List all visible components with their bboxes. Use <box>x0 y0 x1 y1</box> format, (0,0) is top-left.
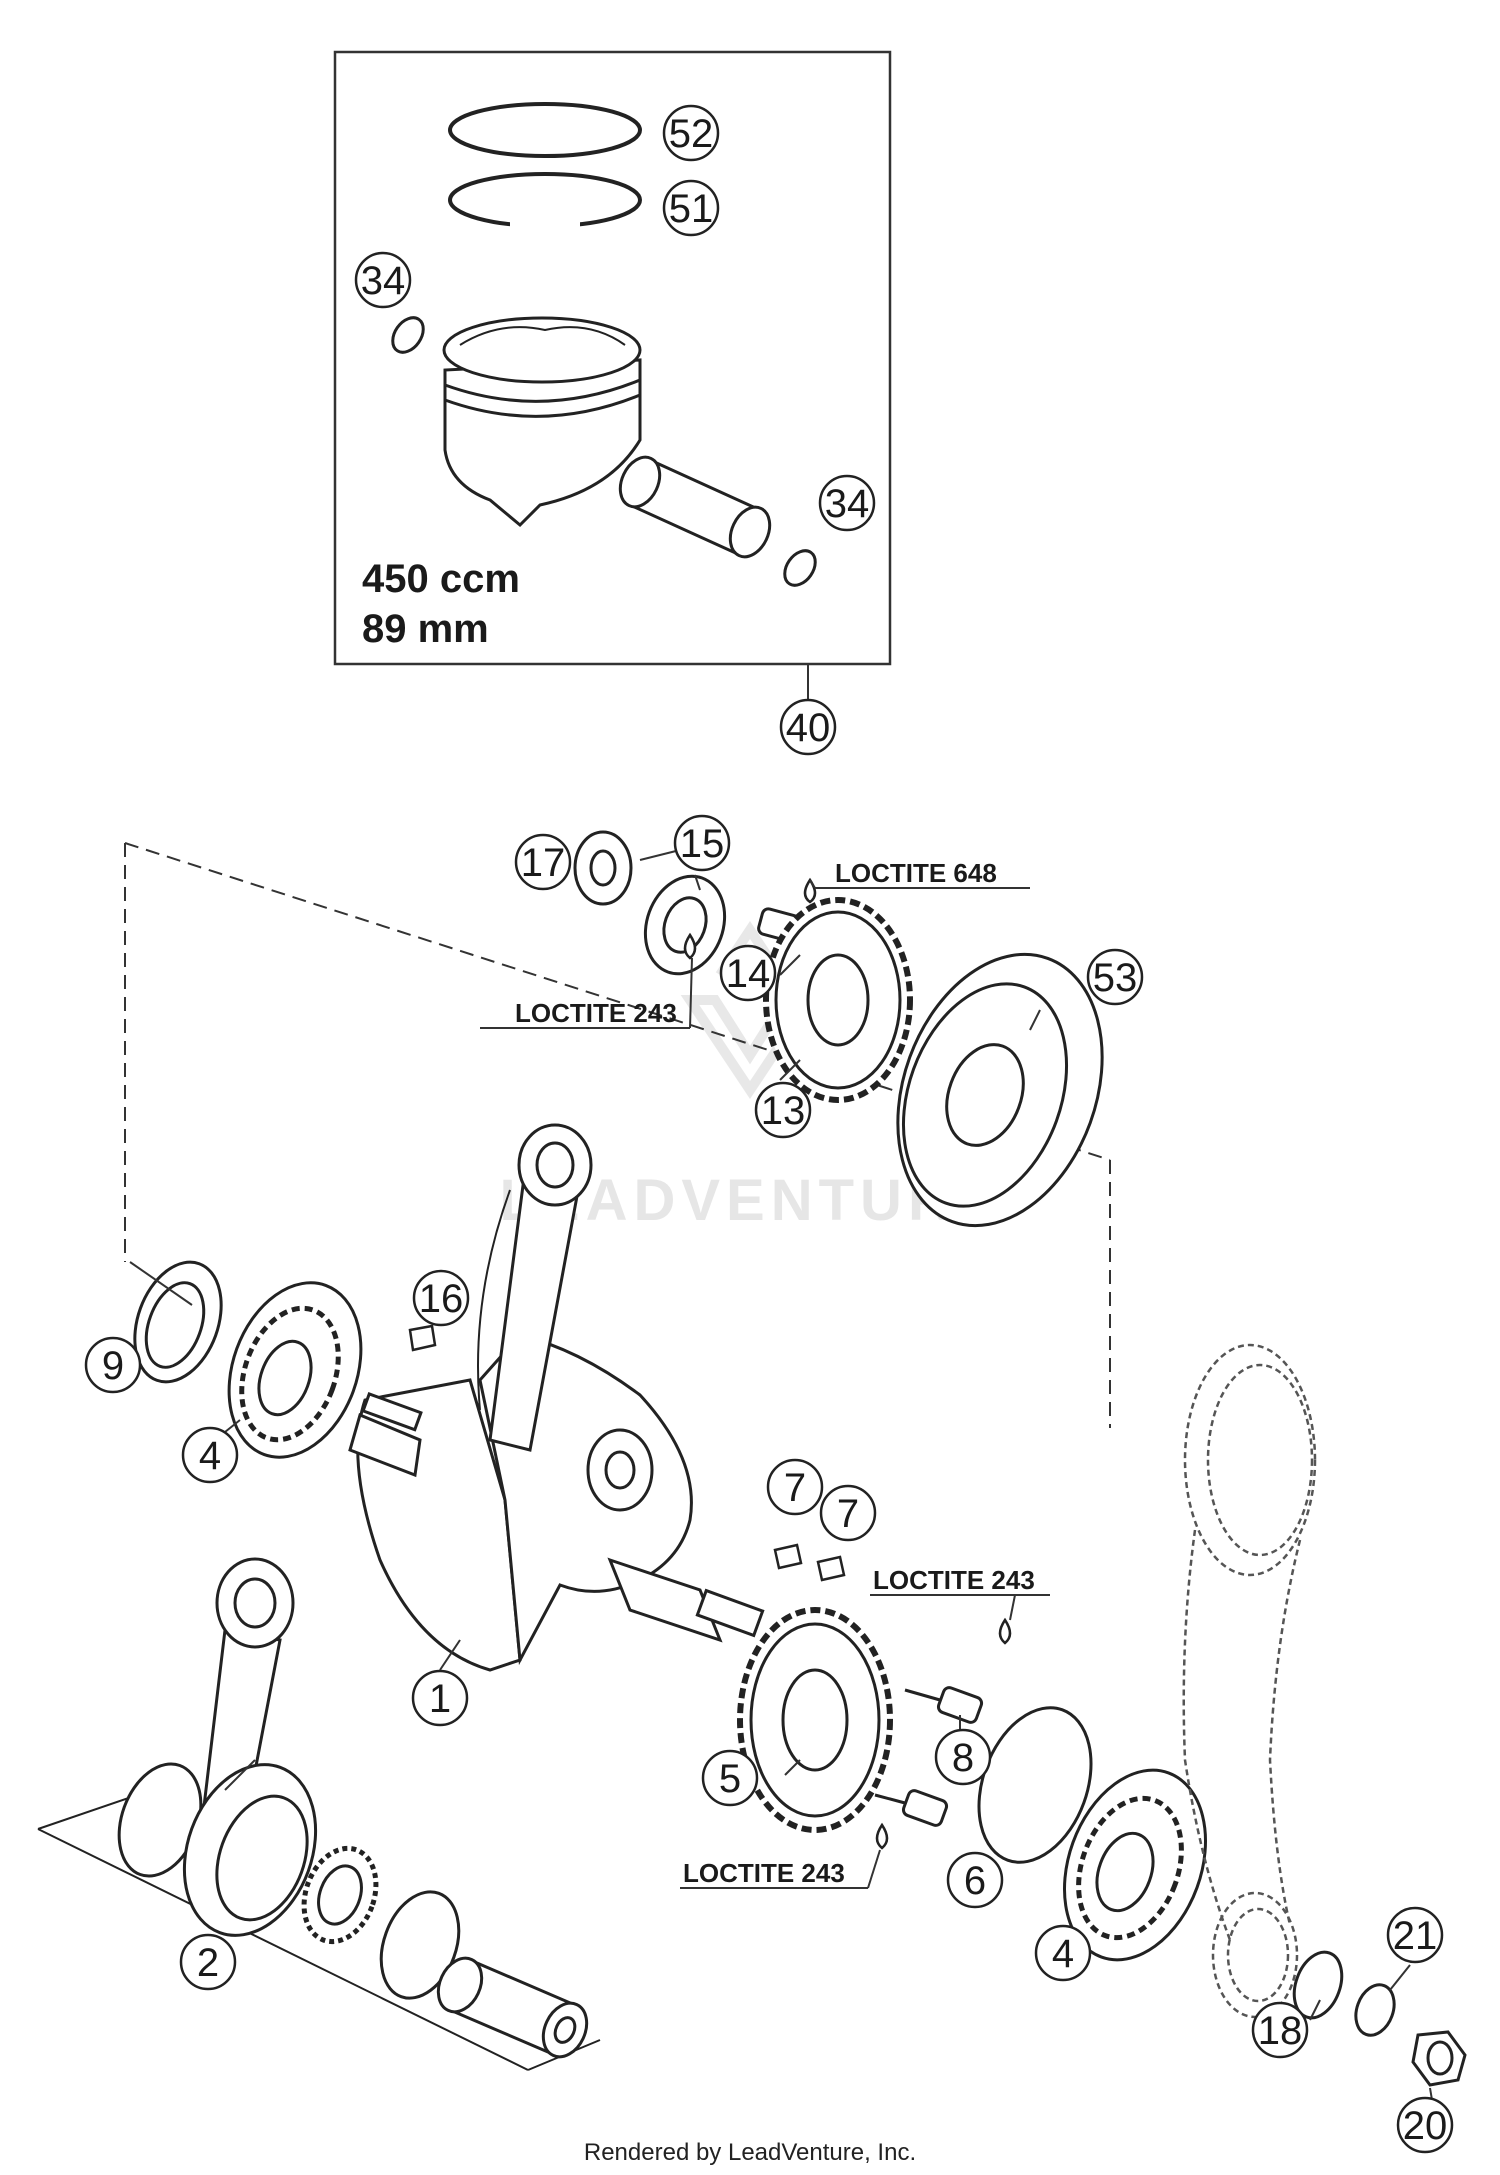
callout-4-right: 4 <box>1034 1924 1092 1982</box>
callout-9: 9 <box>84 1336 142 1394</box>
washer-21 <box>1354 1983 1396 2037</box>
svg-text:2: 2 <box>197 1941 219 1985</box>
piston-kit-frame <box>333 50 892 666</box>
svg-text:16: 16 <box>419 1277 464 1321</box>
bearing-4-right <box>1063 1768 1207 1962</box>
gear-5 <box>737 1607 893 1833</box>
crank-pin <box>436 1956 589 2059</box>
callout-17: 17 <box>514 833 572 891</box>
svg-text:20: 20 <box>1403 2104 1448 2148</box>
svg-text:4: 4 <box>1052 1932 1074 1976</box>
callout-53: 53 <box>1086 948 1144 1006</box>
callout-14: 14 <box>719 944 777 1002</box>
callout-51: 51 <box>662 179 720 237</box>
svg-text:52: 52 <box>669 112 714 156</box>
svg-text:18: 18 <box>1258 2009 1303 2053</box>
callout-6: 6 <box>946 1851 1004 1909</box>
crankshaft-1 <box>348 1123 765 1672</box>
svg-text:5: 5 <box>719 1757 741 1801</box>
bearing-17 <box>573 830 633 906</box>
needle-bearing <box>301 1845 379 1945</box>
svg-text:21: 21 <box>1393 1914 1438 1958</box>
svg-text:34: 34 <box>825 482 870 526</box>
loctite-drop-243b <box>998 1617 1012 1645</box>
piston-ring-top <box>448 102 642 158</box>
svg-text:53: 53 <box>1093 956 1138 1000</box>
woodruff-key-7a <box>773 1543 803 1570</box>
callout-20: 20 <box>1396 2096 1454 2154</box>
callout-21: 21 <box>1386 1906 1444 1964</box>
svg-text:7: 7 <box>784 1466 806 1510</box>
circlip-18 <box>1292 1950 1344 2020</box>
callout-7-left: 7 <box>766 1458 824 1516</box>
loctite-243-gear-lower-label: LOCTITE 243 <box>683 1858 845 1888</box>
loctite-drop-648 <box>803 877 817 904</box>
loctite-243-gear-upper-label: LOCTITE 243 <box>873 1565 1035 1595</box>
svg-text:13: 13 <box>761 1089 806 1133</box>
gear-13 <box>763 897 913 1103</box>
displacement-label: 450 ccm <box>362 557 520 601</box>
svg-text:40: 40 <box>786 706 831 750</box>
piston-ring-second <box>448 172 642 228</box>
svg-text:34: 34 <box>361 259 406 303</box>
bolt-8-lower <box>874 1789 949 1827</box>
svg-text:15: 15 <box>680 822 725 866</box>
bore-label: 89 mm <box>362 607 489 651</box>
callout-40: 40 <box>779 698 837 756</box>
loctite-drop-243a <box>683 932 697 960</box>
callout-16: 16 <box>412 1269 470 1327</box>
callout-34-right: 34 <box>818 474 876 532</box>
callout-34-left: 34 <box>354 251 412 309</box>
svg-text:1: 1 <box>429 1677 451 1721</box>
callout-18: 18 <box>1251 2001 1309 2059</box>
circlip-left <box>391 316 425 354</box>
bolt-8-upper <box>904 1686 984 1724</box>
callout-7-right: 7 <box>819 1484 877 1542</box>
svg-text:51: 51 <box>669 187 714 231</box>
piston-kit-group: 450 ccm 89 mm <box>333 50 892 700</box>
svg-text:8: 8 <box>952 1736 974 1780</box>
balancer-weight-53 <box>896 952 1104 1228</box>
piston-pin <box>618 455 772 559</box>
seal-9 <box>133 1260 223 1384</box>
timing-chain <box>1182 1343 1317 2019</box>
conrod-kit-2 <box>117 1557 589 2059</box>
loctite-648-label: LOCTITE 648 <box>835 858 997 888</box>
render-credit: Rendered by LeadVenture, Inc. <box>584 2139 916 2166</box>
loctite-243-balancer-label: LOCTITE 243 <box>515 998 677 1028</box>
svg-text:17: 17 <box>521 841 566 885</box>
callout-13: 13 <box>754 1081 812 1139</box>
bearing-4-left <box>227 1281 363 1459</box>
svg-text:6: 6 <box>964 1859 986 1903</box>
callout-15: 15 <box>673 814 731 872</box>
loctite-drop-243c <box>875 1822 889 1850</box>
svg-text:4: 4 <box>199 1434 221 1478</box>
svg-text:14: 14 <box>726 952 771 996</box>
callout-5: 5 <box>701 1749 759 1807</box>
callout-2: 2 <box>179 1933 237 1991</box>
seal-15 <box>643 874 727 976</box>
callout-1: 1 <box>411 1669 469 1727</box>
callout-8: 8 <box>934 1728 992 1786</box>
svg-text:9: 9 <box>102 1344 124 1388</box>
circlip-right <box>783 549 817 587</box>
callout-52: 52 <box>662 104 720 162</box>
svg-text:7: 7 <box>837 1492 859 1536</box>
woodruff-key-16 <box>408 1324 437 1352</box>
thrust-washer-right <box>379 1890 461 2000</box>
callout-4-left: 4 <box>181 1426 239 1484</box>
woodruff-key-7b <box>816 1555 846 1582</box>
piston <box>442 316 642 528</box>
leader-lines <box>129 849 1433 2101</box>
nut-20 <box>1411 2030 1467 2087</box>
